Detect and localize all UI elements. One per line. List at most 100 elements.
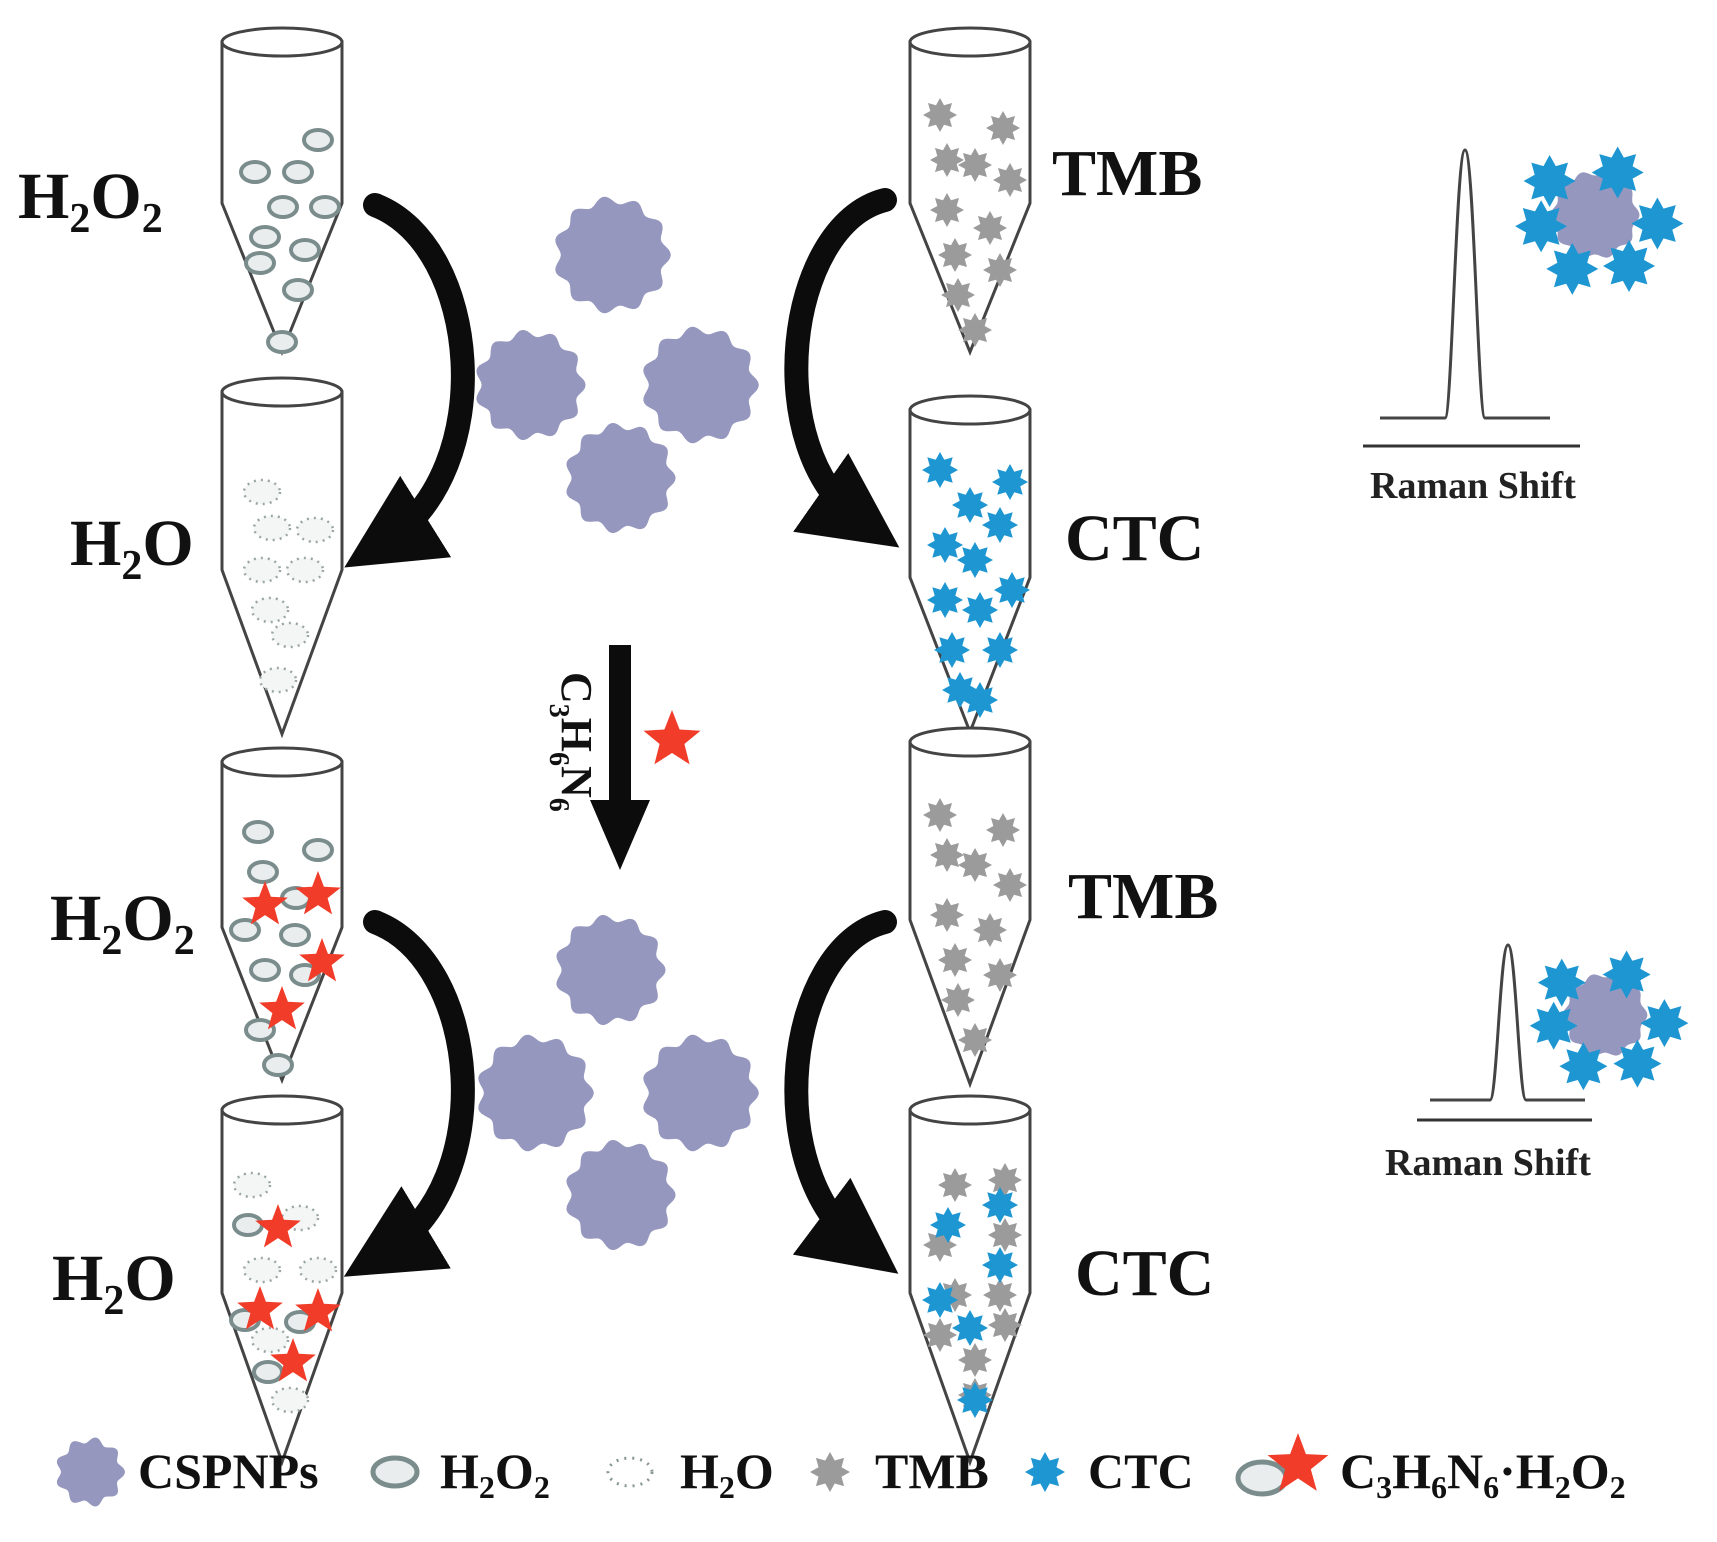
h2o2-molecule: [302, 128, 334, 152]
water-molecule: [285, 556, 325, 584]
legend-label-h2o: H2O: [680, 1443, 774, 1505]
additive-arrow-shaft: [609, 645, 631, 810]
ctc-molecule: [1559, 1042, 1608, 1091]
label-h2o-top: H2O: [70, 507, 194, 589]
cspnp-particle: [643, 326, 759, 444]
water-molecule: [258, 666, 298, 694]
cspnp-particle: [566, 1140, 676, 1250]
tmb-molecule: [938, 238, 972, 272]
melamine-star: [295, 1288, 341, 1332]
tmb-molecule: [958, 148, 992, 182]
melamine-star: [299, 938, 345, 982]
cspnp-particle: [556, 915, 666, 1025]
tube-group: [220, 26, 1032, 1467]
raman-label-top: Raman Shift: [1370, 465, 1576, 507]
ctc-molecule: [982, 632, 1018, 668]
tmb-molecule: [958, 1343, 992, 1377]
ctc-molecule: [982, 1247, 1018, 1283]
tube-h2o2-top-rim: [220, 26, 344, 58]
tmb-molecule: [930, 838, 964, 872]
h2o2-molecule: [244, 1018, 276, 1042]
additive-formula: C3H6N6: [543, 672, 601, 812]
legend-label-h2o2: H2O2: [440, 1443, 550, 1505]
ctc-molecule: [952, 487, 988, 523]
tmb-molecule: [958, 848, 992, 882]
tmb-molecule: [930, 193, 964, 227]
h2o2-molecule: [267, 195, 299, 219]
tmb-molecule: [983, 1278, 1017, 1312]
arrow-tmb-to-ctc-top: [784, 188, 900, 548]
label-ctc-top: CTC: [1065, 502, 1204, 575]
tube-h2o-top-rim: [220, 376, 344, 408]
tmb-molecule: [958, 313, 992, 347]
melamine-star: [255, 1204, 301, 1248]
ctc-molecule: [992, 464, 1028, 500]
ctc-gear-icon: [1025, 1452, 1065, 1492]
tmb-molecule: [938, 1168, 972, 1202]
complex-ring-icon: [1235, 1459, 1289, 1497]
tmb-molecule: [973, 913, 1007, 947]
ctc-molecule: [927, 527, 963, 563]
ctc-molecule: [1602, 950, 1651, 999]
legend-icons: [56, 1433, 1329, 1507]
water-molecule: [250, 1326, 290, 1354]
legend-label-ctc: CTC: [1088, 1443, 1194, 1499]
tube-tmb-top: [908, 40, 1032, 357]
tmb-molecule: [993, 163, 1027, 197]
water-molecule: [242, 1256, 282, 1284]
h2o-dotted-icon: [606, 1456, 654, 1488]
water-molecule: [232, 1171, 272, 1199]
tmb-molecule: [988, 1308, 1022, 1342]
tube-ctc-top-rim: [908, 394, 1032, 426]
arrow-h2o2-to-h2o-bottom: [343, 910, 475, 1277]
tmb-molecule: [986, 813, 1020, 847]
h2o2-ring-icon: [370, 1455, 420, 1489]
ctc-molecule: [1603, 240, 1655, 292]
water-molecule: [295, 516, 335, 544]
legend: CSPNPs H2O2 H2O TMB CTC C3H6N6·H2O2: [56, 1433, 1626, 1507]
additive-arrow: C3H6N6: [543, 645, 701, 870]
tube-tmb-bottom-rim: [908, 726, 1032, 758]
label-tmb-bottom: TMB: [1068, 860, 1218, 933]
h2o2-molecule: [252, 1360, 284, 1384]
melamine-star-icon: [643, 710, 701, 765]
tube-h2o2-bottom-rim: [220, 746, 344, 778]
tmb-molecule: [930, 143, 964, 177]
h2o2-molecule: [249, 958, 281, 982]
h2o2-molecule: [242, 820, 274, 844]
curved-arrows: [343, 188, 900, 1277]
melamine-star: [259, 986, 305, 1030]
complex-star-icon: [1267, 1433, 1329, 1491]
ctc-complex-icon-large: [1515, 146, 1684, 295]
label-h2o2-bottom: H2O2: [50, 882, 195, 964]
h2o2-molecule: [282, 278, 314, 302]
tube-contents: [229, 98, 1030, 1418]
cspnp-particle: [476, 330, 586, 440]
tmb-molecule: [941, 278, 975, 312]
ctc-molecule: [952, 1310, 988, 1346]
ctc-molecule: [1529, 1001, 1578, 1050]
h2o2-molecule: [266, 330, 298, 354]
label-ctc-bottom: CTC: [1075, 1237, 1214, 1310]
h2o2-molecule: [247, 860, 279, 884]
cspnp-icon: [56, 1437, 125, 1507]
water-molecule: [252, 514, 292, 542]
cspnp-particle: [478, 1034, 594, 1152]
tmb-molecule: [958, 1023, 992, 1057]
ctc-molecule: [1546, 242, 1599, 295]
additive-arrow-head: [590, 800, 650, 870]
label-h2o2-top: H2O2: [18, 160, 163, 242]
tmb-gear-icon: [810, 1452, 850, 1492]
h2o2-molecule: [239, 160, 271, 184]
water-molecule: [270, 621, 310, 649]
label-h2o-bottom: H2O: [52, 1242, 176, 1324]
nanoparticle-clusters: [476, 196, 759, 1250]
label-tmb-top: TMB: [1052, 137, 1202, 210]
ctc-molecule: [930, 1207, 966, 1243]
tube-tmb-top-rim: [908, 26, 1032, 58]
ctc-molecule: [934, 632, 970, 668]
ctc-molecule: [962, 682, 998, 718]
h2o2-molecule: [244, 251, 276, 275]
ctc-molecule: [1591, 146, 1644, 199]
